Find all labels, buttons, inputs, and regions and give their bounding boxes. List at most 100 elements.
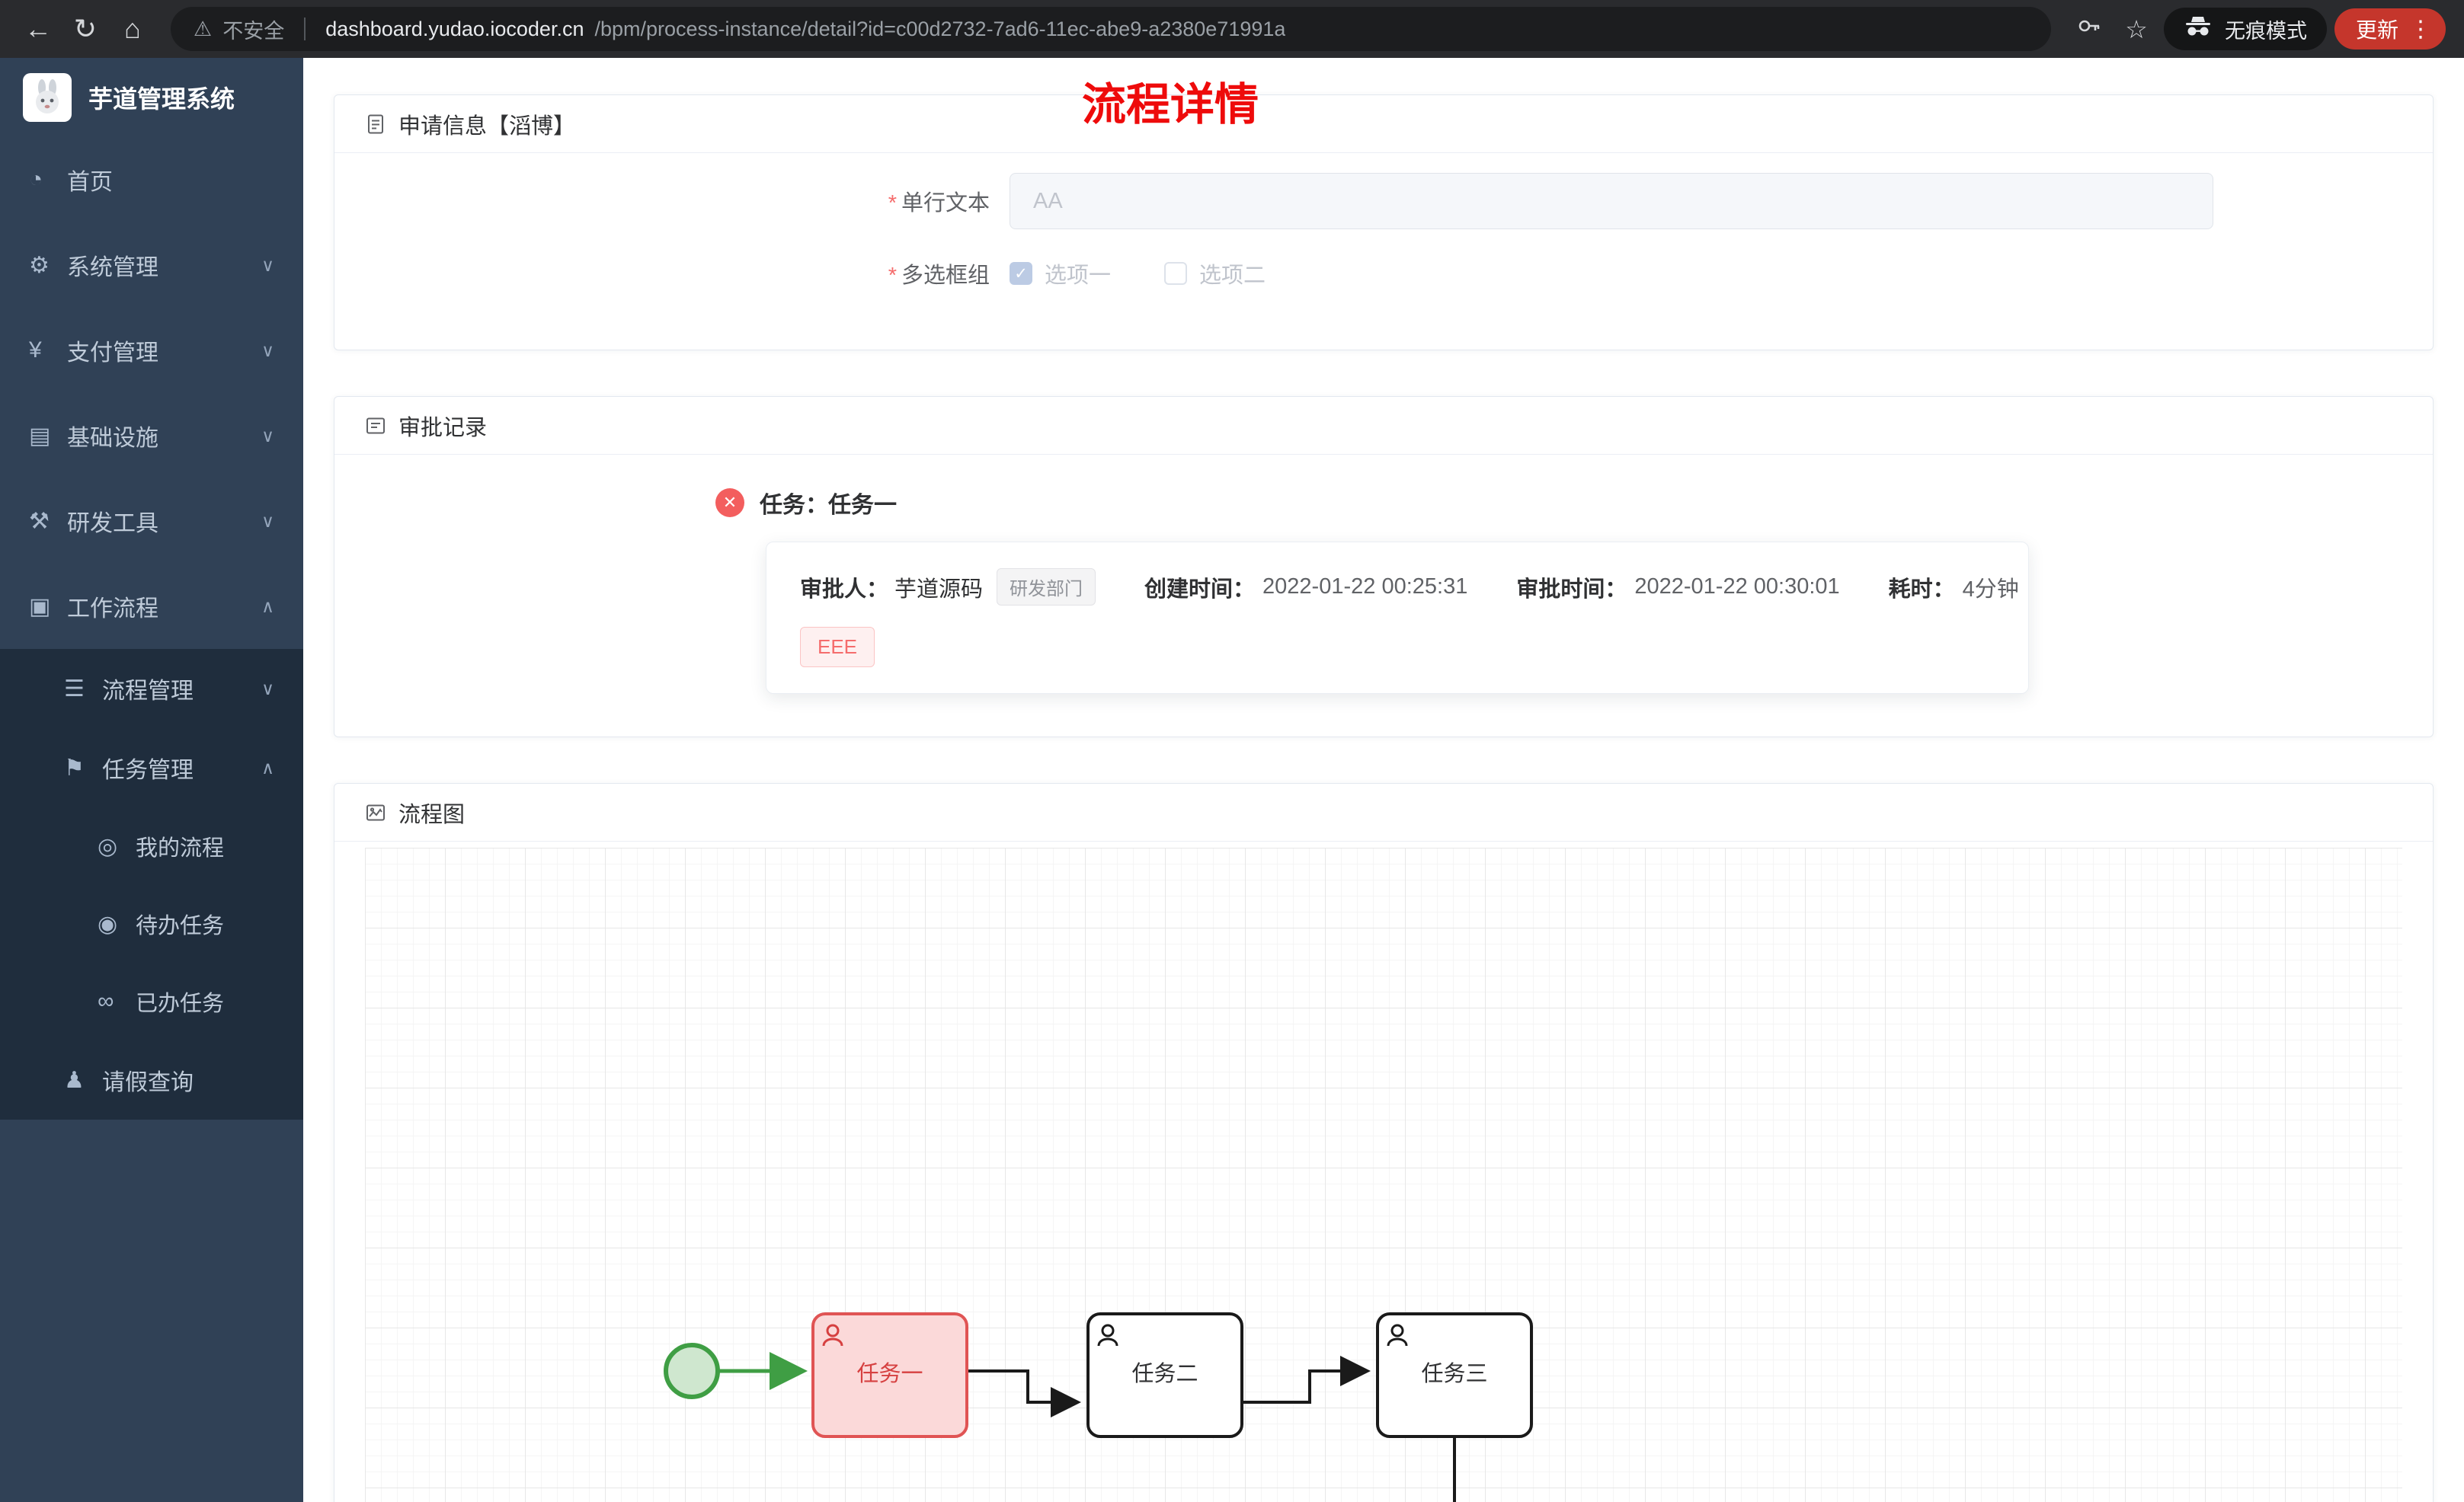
chevron-down-icon: ∨ bbox=[261, 510, 274, 531]
flow-task1-to-task2 bbox=[967, 1369, 1081, 1417]
required-asterisk: * bbox=[888, 191, 897, 216]
sidebar: 芋道管理系统 ◔ 首页 ⚙ 系统管理 ∨ ¥ 支付管理 ∨ ▤ 基础设施 ∨ ⚒… bbox=[0, 58, 303, 1502]
chevron-down-icon: ∨ bbox=[261, 678, 274, 698]
approval-record-card-header: 审批记录 bbox=[334, 397, 2433, 455]
chevron-down-icon: ∨ bbox=[261, 254, 274, 275]
my-process-icon: ◎ bbox=[98, 833, 118, 859]
task3-label: 任务三 bbox=[1421, 1361, 1487, 1386]
user-task-icon bbox=[1387, 1324, 1408, 1347]
sidebar-item-label: 待办任务 bbox=[136, 914, 225, 938]
approver-group: 审批人： 芋道源码 研发部门 bbox=[800, 568, 1096, 606]
task-title: 任务：任务一 bbox=[760, 493, 897, 518]
diagram-icon bbox=[365, 802, 386, 823]
bpmn-task-1: 任务一 bbox=[811, 1312, 968, 1438]
back-button[interactable]: ← bbox=[24, 13, 52, 44]
dashboard-icon: ◔ bbox=[29, 167, 43, 192]
bpmn-start-event bbox=[664, 1343, 720, 1399]
checkbox-option-2: 选项二 bbox=[1164, 257, 1266, 289]
task-header: ✕ 任务：任务一 bbox=[715, 485, 2387, 520]
apply-info-card: 申请信息【滔博】 *单行文本 *多选框组 ✓ 选项一 bbox=[334, 94, 2434, 350]
url-path: /bpm/process-instance/detail?id=c00d2732… bbox=[594, 17, 1286, 40]
approval-timeline: ✕ 任务：任务一 审批人： 芋道源码 研发部门 创建时间： 2022-01-22… bbox=[334, 455, 2433, 737]
approval-reason-tag: EEE bbox=[800, 627, 875, 667]
sidebar-item-label: 系统管理 bbox=[67, 255, 158, 280]
approved-time-group: 审批时间： 2022-01-22 00:30:01 bbox=[1516, 571, 1839, 603]
card-header-label: 审批记录 bbox=[398, 415, 488, 440]
bpmn-task-3: 任务三 bbox=[1376, 1312, 1533, 1438]
duration-group: 耗时： 4分钟 bbox=[1889, 571, 2019, 603]
approval-detail-row: 审批人： 芋道源码 研发部门 创建时间： 2022-01-22 00:25:31… bbox=[800, 568, 2019, 606]
sidebar-item-system-management[interactable]: ⚙ 系统管理 ∨ bbox=[0, 222, 303, 308]
checkbox-group: ✓ 选项一 选项二 bbox=[1010, 251, 1266, 296]
incognito-badge[interactable]: 无痕模式 bbox=[2163, 8, 2327, 50]
checkbox-checked-icon: ✓ bbox=[1010, 262, 1032, 285]
tools-icon: ⚒ bbox=[29, 508, 50, 534]
user-task-icon bbox=[822, 1324, 843, 1347]
sidebar-item-infrastructure[interactable]: ▤ 基础设施 ∨ bbox=[0, 393, 303, 478]
card-header-label: 申请信息【滔博】 bbox=[398, 113, 576, 139]
apply-form: *单行文本 *多选框组 ✓ 选项一 选项二 bbox=[334, 153, 2433, 350]
created-time-value: 2022-01-22 00:25:31 bbox=[1262, 574, 1468, 599]
rejected-status-icon: ✕ bbox=[715, 488, 744, 517]
chevron-up-icon: ∧ bbox=[261, 757, 274, 778]
security-label: 不安全 bbox=[222, 19, 285, 43]
address-divider bbox=[304, 18, 306, 40]
diagram-body: 任务一 任务二 bbox=[334, 842, 2433, 1502]
address-bar[interactable]: ⚠ 不安全 dashboard.yudao.iocoder.cn /bpm/pr… bbox=[171, 7, 2051, 51]
sidebar-item-payment-management[interactable]: ¥ 支付管理 ∨ bbox=[0, 308, 303, 393]
sidebar-item-process-management[interactable]: ☰ 流程管理 ∨ bbox=[0, 649, 303, 728]
infrastructure-icon: ▤ bbox=[29, 423, 51, 449]
url-host: dashboard.yudao.iocoder.cn bbox=[325, 17, 584, 40]
checkbox-option-1: ✓ 选项一 bbox=[1010, 257, 1111, 289]
workflow-icon: ▣ bbox=[29, 593, 51, 619]
user-task-icon bbox=[1097, 1324, 1118, 1347]
checkbox-label: 选项一 bbox=[1045, 264, 1112, 288]
app-logo bbox=[23, 73, 72, 122]
sidebar-item-task-management[interactable]: ⚑ 任务管理 ∧ bbox=[0, 728, 303, 807]
eye-icon: ◉ bbox=[98, 911, 118, 937]
main-content: 流程详情 申请信息【滔博】 *单行文本 *多选框组 bbox=[303, 58, 2464, 1502]
update-button[interactable]: 更新 ⋮ bbox=[2334, 8, 2446, 50]
approved-time-label: 审批时间： bbox=[1516, 577, 1627, 602]
checkbox-label: 选项二 bbox=[1199, 264, 1266, 288]
sidebar-item-todo-tasks[interactable]: ◉ 待办任务 bbox=[0, 885, 303, 963]
form-document-icon bbox=[365, 113, 386, 135]
duration-value: 4分钟 bbox=[1962, 577, 2019, 602]
approver-name: 芋道源码 bbox=[894, 577, 984, 602]
done-tasks-icon: ∞ bbox=[98, 989, 114, 1014]
person-icon: ♟ bbox=[64, 1067, 85, 1093]
reload-button[interactable]: ↻ bbox=[73, 13, 98, 44]
sidebar-item-done-tasks[interactable]: ∞ 已办任务 bbox=[0, 963, 303, 1040]
apply-info-card-header: 申请信息【滔博】 bbox=[334, 95, 2433, 153]
checkbox-unchecked-icon bbox=[1164, 262, 1188, 285]
bookmark-star-icon[interactable]: ☆ bbox=[2125, 14, 2148, 43]
required-asterisk: * bbox=[888, 264, 897, 288]
task2-label: 任务二 bbox=[1131, 1361, 1198, 1386]
sidebar-item-my-process[interactable]: ◎ 我的流程 bbox=[0, 807, 303, 885]
sidebar-item-label: 基础设施 bbox=[67, 426, 158, 451]
yen-icon: ¥ bbox=[29, 337, 42, 363]
bpmn-task-2: 任务二 bbox=[1086, 1312, 1243, 1438]
sidebar-item-label: 我的流程 bbox=[136, 836, 225, 861]
flag-icon: ⚑ bbox=[64, 755, 85, 781]
browser-menu-icon[interactable]: ⋮ bbox=[2409, 16, 2432, 42]
browser-toolbar: ← ↻ ⌂ ⚠ 不安全 dashboard.yudao.iocoder.cn /… bbox=[0, 0, 2464, 58]
task1-label: 任务一 bbox=[856, 1361, 923, 1386]
flow-task2-to-task3 bbox=[1242, 1356, 1371, 1404]
sidebar-item-label: 已办任务 bbox=[136, 992, 225, 1016]
home-button[interactable]: ⌂ bbox=[124, 13, 141, 44]
sidebar-item-workflow[interactable]: ▣ 工作流程 ∧ bbox=[0, 564, 303, 649]
approval-record-card: 审批记录 ✕ 任务：任务一 审批人： 芋道源码 研发部门 创建时间 bbox=[334, 396, 2434, 737]
key-icon[interactable] bbox=[2069, 14, 2109, 44]
incognito-icon bbox=[2184, 15, 2213, 43]
sidebar-item-home[interactable]: ◔ 首页 bbox=[0, 137, 303, 222]
sidebar-item-leave-query[interactable]: ♟ 请假查询 bbox=[0, 1040, 303, 1120]
sidebar-item-dev-tools[interactable]: ⚒ 研发工具 ∨ bbox=[0, 478, 303, 564]
created-time-group: 创建时间： 2022-01-22 00:25:31 bbox=[1144, 571, 1467, 603]
field-label: *多选框组 bbox=[334, 257, 1010, 289]
sidebar-item-label: 首页 bbox=[67, 170, 113, 195]
chevron-up-icon: ∧ bbox=[261, 596, 274, 616]
list-icon: ☰ bbox=[64, 676, 85, 701]
sidebar-item-label: 流程管理 bbox=[102, 679, 194, 704]
bpmn-canvas[interactable]: 任务一 任务二 bbox=[365, 848, 2402, 1502]
